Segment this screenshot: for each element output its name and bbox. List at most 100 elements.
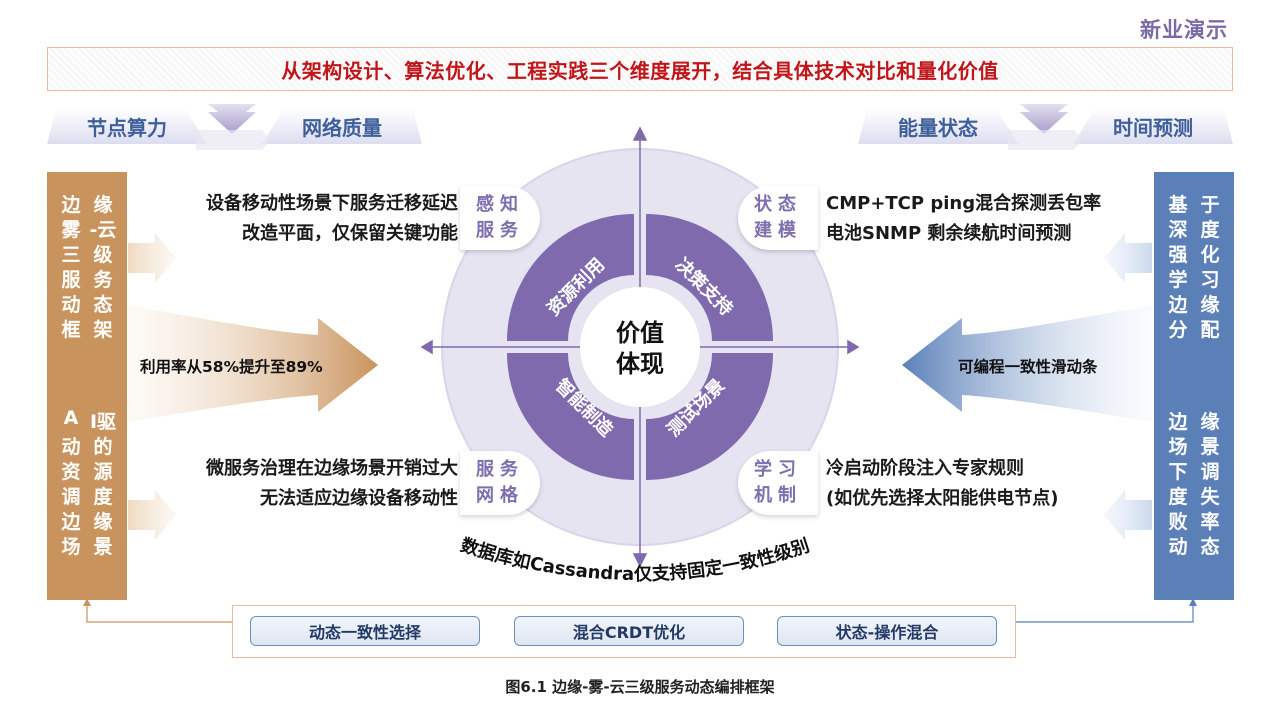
brand-label: 新业演示: [1140, 18, 1228, 42]
headline-text: 从架构设计、算法优化、工程实践三个维度展开，结合具体技术对比和量化价值: [281, 58, 999, 83]
lc-t1-5: 框: [61, 319, 81, 341]
lc-t2-3: 务: [93, 269, 113, 291]
rc-t2-2: 化: [1200, 244, 1220, 266]
callout-tl-line1: 设备移动性场景下服务迁移延迟: [206, 193, 458, 214]
lc-b2-2: 源: [93, 461, 113, 483]
tab-node-compute: 节点算力: [47, 108, 207, 144]
lc-t2-2: 级: [93, 244, 113, 266]
lc-t2-0: 缘: [93, 194, 113, 216]
callout-br-line1: 冷启动阶段注入专家规则: [826, 458, 1024, 479]
tag-br-line2: 机制: [754, 485, 802, 506]
right-column-bottom-text: 边缘 场景 下调 度失 败率 动态: [1162, 407, 1226, 558]
tag-pill-tr: 状态建模: [738, 186, 818, 250]
rc-b2-1: 景: [1200, 436, 1220, 458]
tab-time-prediction: 时间预测: [1073, 108, 1233, 144]
tag-tr-line1: 状态: [754, 194, 802, 215]
dynamic-consistency-button[interactable]: 动态一致性选择: [250, 616, 480, 646]
left-small-arrow-bottom: [128, 490, 176, 540]
tab-energy-state: 能量状态: [858, 108, 1018, 144]
lc-b1-3: 调: [61, 486, 81, 508]
headline-banner: 从架构设计、算法优化、工程实践三个维度展开，结合具体技术对比和量化价值: [47, 47, 1233, 91]
tag-bl-line2: 网格: [476, 485, 524, 506]
tag-pill-bl: 服务网格: [460, 451, 540, 515]
figure-caption: 图6.1 边缘-雾-云三级服务动态编排框架: [505, 678, 775, 696]
tab-network-quality: 网络质量: [262, 108, 422, 144]
left-big-arrow: [128, 305, 378, 422]
right-framework-column: 基于 深度 强化 学习 边缘 分配 边缘 场景 下调 度失 败率 动态: [1154, 172, 1234, 600]
rc-t2-1: 度: [1200, 219, 1220, 241]
rc-b2-5: 态: [1200, 536, 1220, 558]
callout-bottom-left: 微服务治理在边缘场景开销过大 无法适应边缘设备移动性: [140, 454, 458, 514]
rc-t1-1: 深: [1168, 219, 1188, 241]
rc-t1-5: 分: [1168, 319, 1188, 341]
tab-energy-state-label: 能量状态: [898, 115, 978, 140]
rc-t2-4: 缘: [1200, 294, 1220, 316]
tab-time-prediction-label: 时间预测: [1113, 115, 1193, 140]
lc-b2-0: I驱: [89, 411, 117, 433]
lc-b1-1: 动: [61, 436, 81, 458]
rc-t2-5: 配: [1200, 319, 1220, 341]
rc-t2-3: 习: [1200, 269, 1220, 291]
rc-b1-3: 度: [1168, 486, 1188, 508]
lc-b2-3: 度: [93, 486, 113, 508]
rc-b1-2: 下: [1168, 461, 1188, 483]
rc-b2-2: 调: [1200, 461, 1220, 483]
left-column-top-text: 边缘 雾-云 三级 服务 动态 框架: [55, 190, 119, 341]
state-op-hybrid-button[interactable]: 状态-操作混合: [777, 616, 997, 646]
rc-b1-4: 败: [1168, 511, 1188, 533]
right-small-arrow-top: [1104, 233, 1152, 283]
callout-tl-line2: 改造平面，仅保留关键功能: [242, 223, 458, 244]
rc-b1-5: 动: [1168, 536, 1188, 558]
rc-t1-2: 强: [1168, 244, 1188, 266]
value-quadrants: [507, 214, 773, 480]
center-text-line2: 体现: [616, 350, 664, 378]
lc-t2-1: -云: [89, 219, 117, 241]
right-big-arrow: [902, 305, 1152, 422]
tag-pill-tl: 感知服务: [460, 186, 540, 250]
tag-pill-br: 学习机制: [738, 451, 818, 515]
right-column-top-text: 基于 深度 强化 学习 边缘 分配: [1162, 190, 1226, 341]
lc-b1-0: A: [63, 407, 79, 429]
rc-t2-0: 于: [1200, 194, 1220, 216]
tag-tl-line2: 服务: [476, 220, 524, 241]
quadrant-decision-support: [646, 214, 773, 341]
tag-tl-line1: 感知: [476, 194, 524, 215]
lc-b2-1: 的: [93, 436, 113, 458]
callout-bl-line2: 无法适应边缘设备移动性: [260, 488, 458, 509]
lc-b1-5: 场: [61, 536, 81, 558]
callout-bl-line1: 微服务治理在边缘场景开销过大: [206, 458, 458, 479]
lc-b1-2: 资: [61, 461, 81, 483]
rc-b1-1: 场: [1168, 436, 1188, 458]
rc-b1-0: 边: [1168, 411, 1188, 433]
left-arrow-label: 利用率从58%提升至89%: [140, 358, 323, 376]
rc-t1-4: 边: [1168, 294, 1188, 316]
left-small-arrow-top: [128, 233, 176, 283]
quadrant-resource-utilization: [507, 214, 634, 341]
lc-b2-5: 景: [93, 536, 113, 558]
callout-bottom-right: 冷启动阶段注入专家规则 (如优先选择太阳能供电节点): [826, 454, 1146, 514]
rc-b2-0: 缘: [1200, 411, 1220, 433]
rc-t1-0: 基: [1168, 194, 1188, 216]
center-text-line1: 价值: [616, 319, 664, 347]
tag-tr-line2: 建模: [754, 220, 802, 241]
tab-connector-arrow-right: [1008, 104, 1082, 150]
lc-t2-5: 架: [93, 319, 113, 341]
hybrid-crdt-button[interactable]: 混合CRDT优化: [514, 616, 744, 646]
tab-node-compute-label: 节点算力: [87, 115, 167, 140]
rc-b2-4: 率: [1200, 511, 1220, 533]
rc-t1-3: 学: [1168, 269, 1188, 291]
callout-br-line2: (如优先选择太阳能供电节点): [826, 488, 1059, 509]
rc-b2-3: 失: [1200, 486, 1220, 508]
callout-tr-line2: 电池SNMP 剩余续航时间预测: [826, 223, 1072, 244]
tag-br-line1: 学习: [754, 459, 802, 480]
tab-connector-arrow-left: [196, 104, 270, 150]
lc-b2-4: 缘: [93, 511, 113, 533]
tab-network-quality-label: 网络质量: [302, 115, 382, 140]
center-circle: [580, 287, 700, 407]
callout-tr-line1: CMP+TCP ping混合探测丢包率: [826, 193, 1102, 214]
left-connector: [86, 602, 232, 623]
quadrant-test-scenario: [646, 353, 773, 480]
callout-top-right: CMP+TCP ping混合探测丢包率 电池SNMP 剩余续航时间预测: [826, 189, 1146, 249]
